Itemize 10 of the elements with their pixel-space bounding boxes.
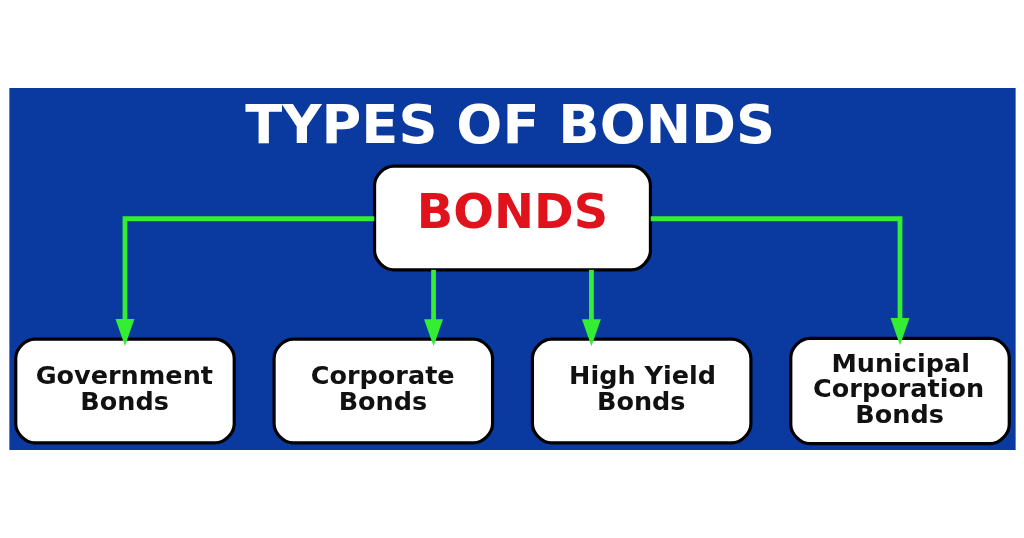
arrow: [423, 269, 443, 347]
arrow: [114, 216, 374, 347]
node-box: High Yield Bonds: [530, 337, 752, 445]
node-box: Municipal Corporation Bonds: [788, 336, 1011, 446]
node-box: Corporate Bonds: [272, 337, 494, 445]
diagram-title: TYPES OF BONDS: [244, 92, 775, 156]
arrow: [650, 216, 910, 346]
node-box: Government Bonds: [13, 337, 236, 445]
node-box: BONDS: [372, 164, 652, 272]
arrow: [581, 269, 601, 347]
